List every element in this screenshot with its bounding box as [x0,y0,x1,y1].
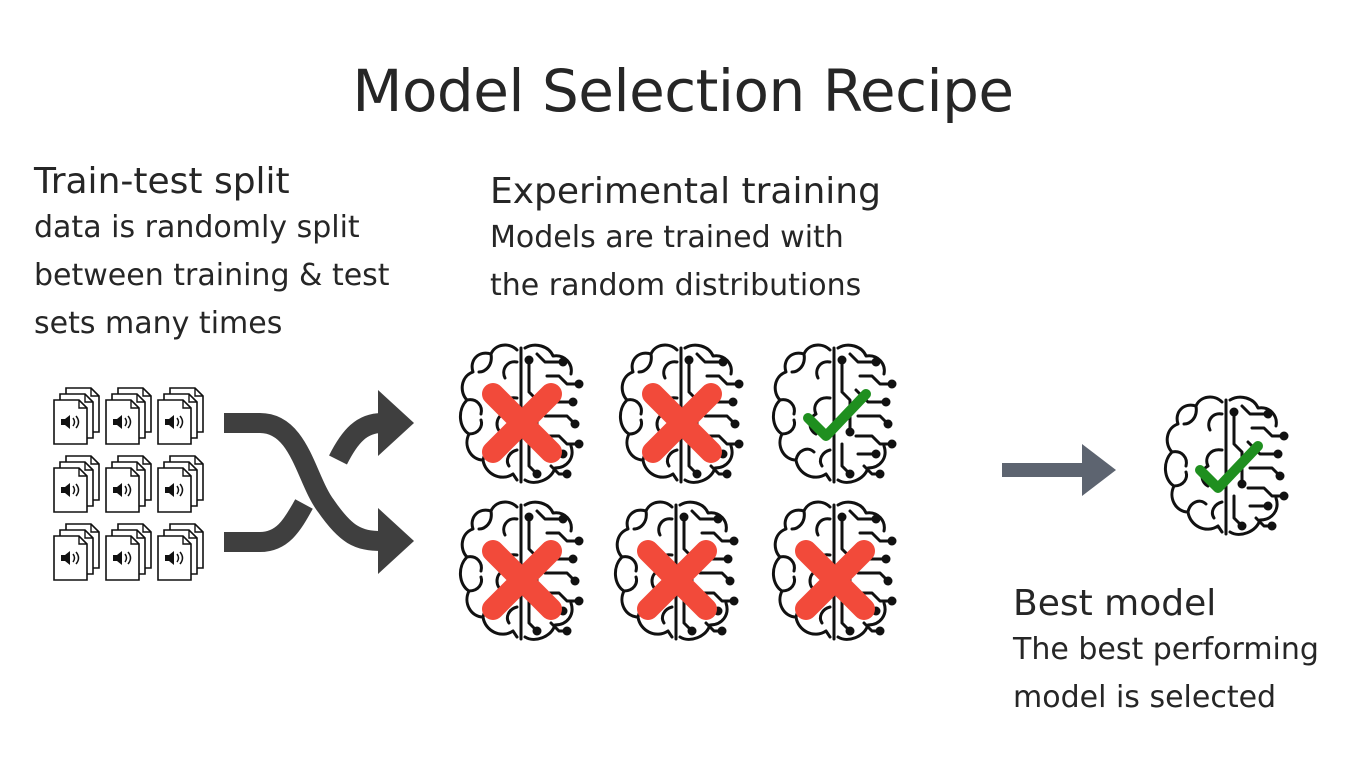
train-test-split-line-3: sets many times [34,306,283,341]
experimental-training-heading: Experimental training [490,171,881,212]
train-test-split-section: Train-test split data is randomly split … [34,160,390,348]
arrow-right-icon [1002,444,1116,496]
audio-file-stack-icon [52,522,104,590]
model-brain-rejected [455,340,587,490]
experimental-training-line-1: Models are trained with [490,220,844,255]
audio-file-stack-icon [156,454,208,522]
experimental-training-section: Experimental training Models are trained… [490,170,881,310]
train-test-split-line-1: data is randomly split [34,210,360,245]
model-brain-rejected [615,340,747,490]
audio-file-stack-icon [52,386,104,454]
best-model-line-2: model is selected [1013,680,1277,715]
model-brain-rejected [455,497,587,647]
audio-file-stack-icon [104,522,156,590]
audio-file-stack-icon [52,454,104,522]
train-test-split-heading: Train-test split [34,161,290,202]
audio-file-stack-icon [104,454,156,522]
train-test-split-line-2: between training & test [34,258,390,293]
best-model-section: Best model The best performing model is … [1013,582,1319,722]
best-model-brain [1160,392,1292,542]
experimental-training-line-2: the random distributions [490,268,862,303]
slide-title: Model Selection Recipe [352,57,1014,125]
data-files-grid [52,386,208,590]
model-brain-rejected [610,497,742,647]
best-model-line-1: The best performing [1013,632,1319,667]
audio-file-stack-icon [156,386,208,454]
audio-file-stack-icon [104,386,156,454]
shuffle-arrows-icon [224,390,414,574]
audio-file-stack-icon [156,522,208,590]
model-brain-rejected [768,497,900,647]
best-model-heading: Best model [1013,583,1217,624]
model-brain-selected [768,340,900,490]
